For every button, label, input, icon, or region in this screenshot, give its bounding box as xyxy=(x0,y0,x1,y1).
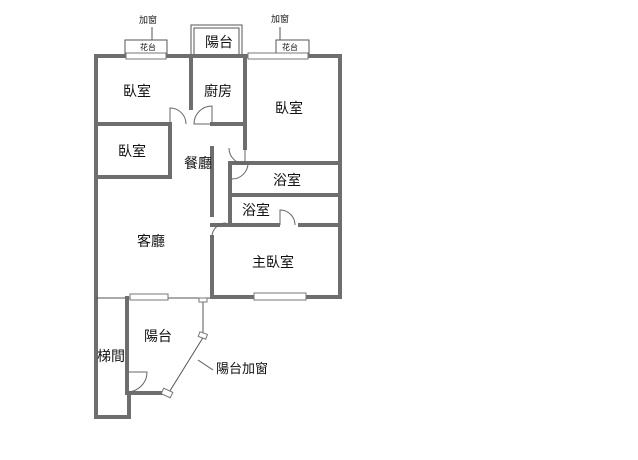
label-master-bedroom: 主臥室 xyxy=(252,254,294,271)
door-bedroom-tl xyxy=(169,107,187,125)
balcony-window-cap-top xyxy=(198,297,208,303)
label-bedroom-top-left: 臥室 xyxy=(123,83,151,100)
label-window-add-right: 加窗 xyxy=(271,13,289,25)
label-window-add-left: 加窗 xyxy=(139,14,157,26)
label-planter-left: 花台 xyxy=(140,42,156,52)
label-bedroom-middle-left: 臥室 xyxy=(118,143,146,160)
label-bath-upper: 浴室 xyxy=(273,172,301,189)
label-balcony-top: 陽台 xyxy=(205,35,233,51)
exterior-wall-lower xyxy=(94,294,167,419)
door-kitchen xyxy=(193,105,213,125)
top-window-right xyxy=(247,52,309,60)
label-balcony-bottom: 陽台 xyxy=(144,329,172,345)
label-dining: 餐廳 xyxy=(184,155,212,172)
top-window-left xyxy=(125,52,167,60)
label-living-room: 客廳 xyxy=(137,233,165,250)
label-balcony-window-add: 陽台加窗 xyxy=(216,361,268,377)
door-bath-upper xyxy=(231,162,249,180)
bottom-window-living xyxy=(129,293,169,301)
balcony-window-diagonal xyxy=(167,335,205,395)
label-kitchen: 廚房 xyxy=(204,83,232,100)
door-bedroom-tr xyxy=(228,147,246,165)
door-bath-lower xyxy=(279,209,296,226)
label-bedroom-top-right: 臥室 xyxy=(275,100,303,117)
label-stairwell: 梯間 xyxy=(97,349,125,365)
door-stairwell xyxy=(126,371,148,393)
balcony-window-cap-bottom xyxy=(160,387,174,399)
door-master xyxy=(211,222,227,238)
balcony-window-cap-mid xyxy=(197,331,209,340)
label-planter-right: 花台 xyxy=(282,42,298,52)
bottom-window-master xyxy=(253,292,307,301)
balcony-window-add-leader xyxy=(197,359,214,371)
label-bath-lower: 浴室 xyxy=(242,202,270,219)
